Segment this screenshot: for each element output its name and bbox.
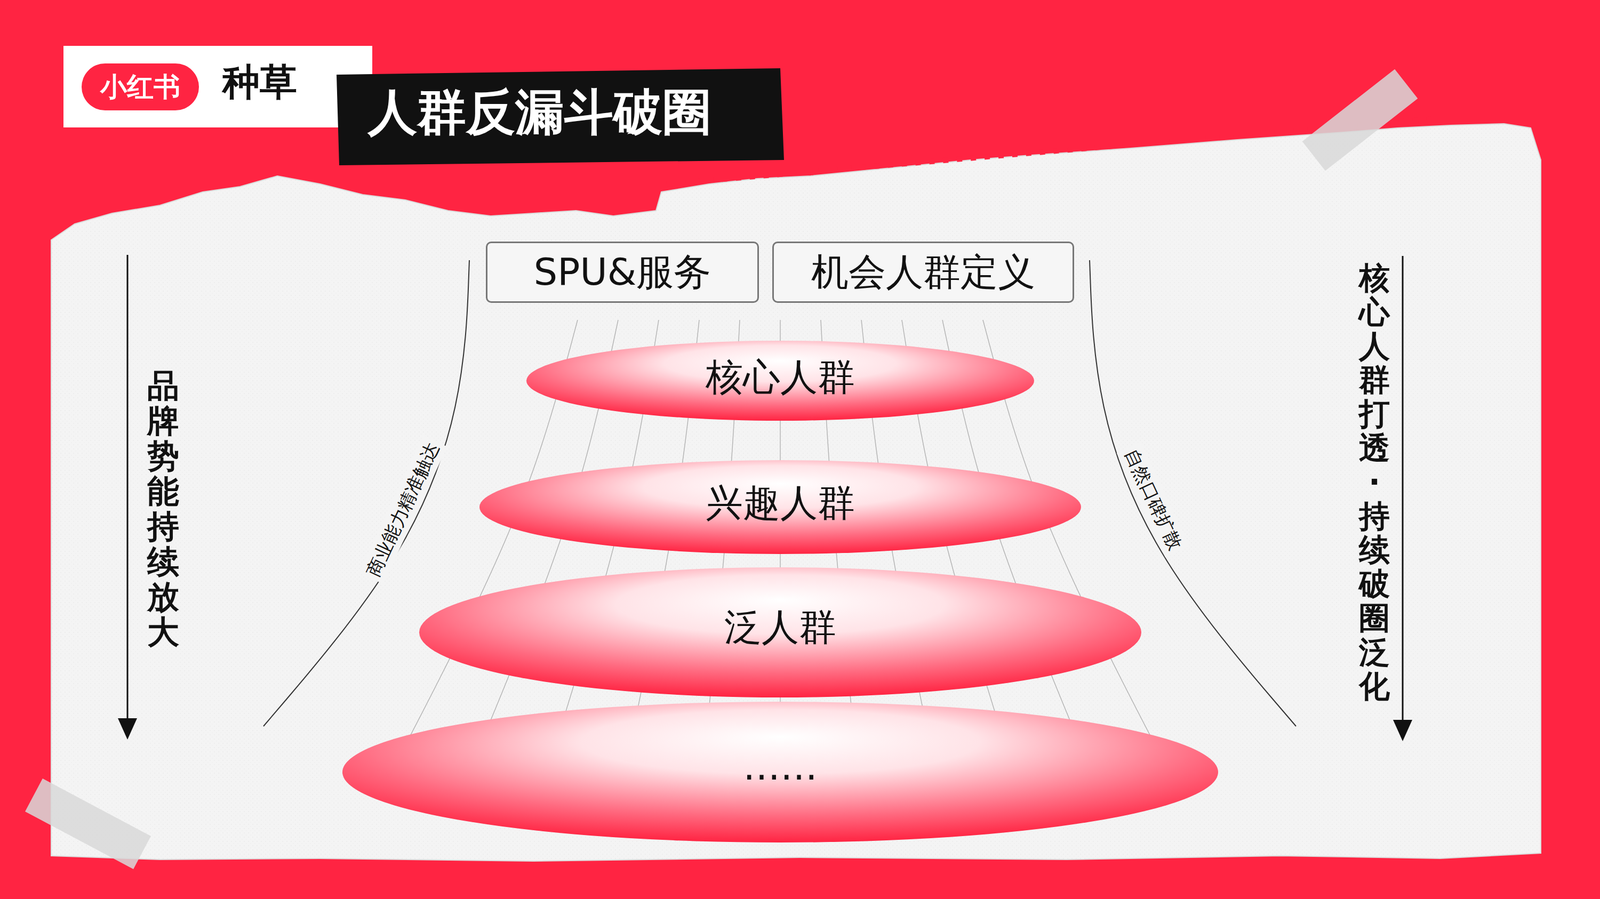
ellipse-fill — [526, 340, 1035, 421]
node-text: …… — [742, 745, 818, 789]
funnel-curve — [263, 260, 470, 727]
torn-paper — [51, 123, 1541, 862]
title-banner — [336, 68, 784, 166]
vertical-label: 核心人群打透·持续破圈泛化 — [1358, 261, 1390, 704]
node-text: 兴趣人群 — [705, 478, 855, 529]
arrow-head — [1393, 720, 1413, 742]
arrow-head — [117, 718, 138, 740]
node-text: 小红书 — [100, 69, 181, 106]
audience-ellipse: 兴趣人群 — [478, 459, 1083, 556]
ellipse-fill — [419, 567, 1142, 698]
side-arrow-line — [126, 254, 129, 724]
logo-panel — [63, 45, 373, 128]
node-text: SPU&服务 — [533, 247, 711, 298]
brand-tag: 种草 — [222, 61, 298, 103]
title: 人群反漏斗破圈 — [368, 85, 712, 140]
node-text: 核心人群 — [705, 352, 855, 403]
logo-pill: 小红书 — [81, 63, 199, 111]
curve-label: 自然口碑扩散 — [1116, 442, 1190, 558]
audience-ellipse: 核心人群 — [525, 339, 1036, 422]
header-box: SPU&服务 — [485, 241, 759, 303]
node-text: 机会人群定义 — [811, 247, 1036, 298]
node-text: 泛人群 — [724, 602, 837, 653]
ellipse-fill — [342, 701, 1219, 843]
header-box: 机会人群定义 — [772, 241, 1075, 303]
vertical-label: 品牌势能持续放大 — [147, 368, 180, 650]
curve-label: 商业能力精准触达 — [358, 435, 447, 585]
audience-ellipse: 泛人群 — [418, 566, 1143, 699]
side-arrow-line — [1402, 256, 1404, 726]
tape — [1302, 69, 1418, 172]
audience-ellipse: …… — [341, 700, 1220, 844]
funnel-curve — [1089, 260, 1296, 727]
tape — [25, 778, 151, 870]
ellipse-fill — [479, 460, 1082, 555]
